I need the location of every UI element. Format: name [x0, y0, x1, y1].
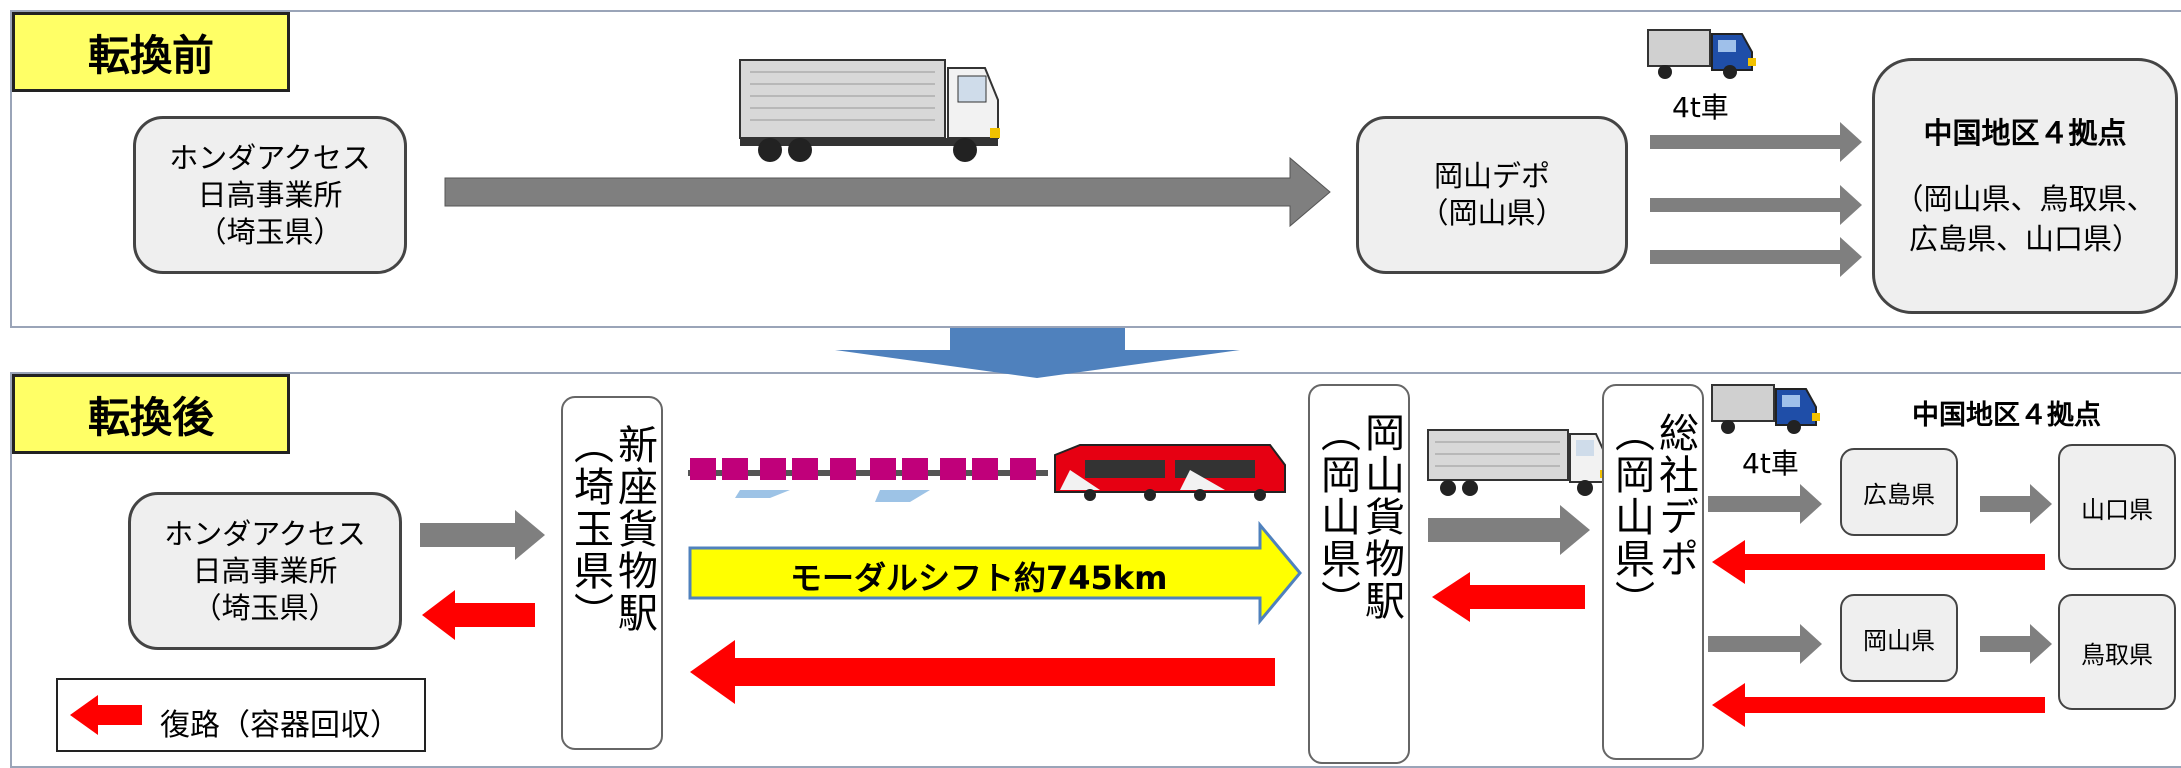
transition-arrow-icon: [835, 328, 1240, 378]
origin-to-station-arrow: [420, 510, 545, 560]
dest-arrow-3: [1650, 237, 1862, 277]
station-okayama-name: 岡山貨物駅: [1358, 412, 1404, 622]
depot-line-2: （岡山県）: [1419, 196, 1565, 230]
after-origin-box: ホンダアクセス 日高事業所 （埼玉県）: [128, 492, 402, 650]
origin-line-2: 日高事業所: [197, 177, 343, 212]
dest-detail-2: 広島県、山口県）: [1908, 222, 2141, 256]
before-origin-box: ホンダアクセス 日高事業所 （埼玉県）: [133, 116, 407, 274]
truck-small-icon: [1647, 29, 1756, 79]
origin-line-3: （埼玉県）: [197, 214, 343, 249]
after-origin-line-1: ホンダアクセス: [164, 516, 366, 551]
after-tag: 転換後: [12, 374, 290, 454]
before-depot-box: 岡山デポ （岡山県）: [1356, 116, 1628, 274]
depot-soja-pref: （岡山県）: [1608, 412, 1654, 622]
node-tottori: 鳥取県: [2058, 594, 2176, 710]
station-niiza-box: 新座貨物駅 （埼玉県）: [561, 396, 663, 750]
origin-line-1: ホンダアクセス: [169, 140, 371, 175]
dest-arrow-1: [1650, 122, 1862, 162]
node-hiroshima: 広島県: [1840, 448, 1958, 536]
station-okayama-pref: （岡山県）: [1314, 412, 1360, 622]
dest-arrow-2: [1650, 185, 1862, 225]
dest-title: 中国地区４拠点: [1923, 116, 2127, 150]
truck-large-icon-2: [1427, 429, 1608, 496]
before-truck-label: 4t車: [1672, 91, 1729, 124]
station-niiza-name: 新座貨物駅: [611, 424, 657, 634]
station-niiza-pref: （埼玉県）: [567, 424, 613, 634]
after-truck-label: 4t車: [1742, 447, 1799, 480]
before-tag: 転換前: [12, 12, 290, 92]
depot-line-1: 岡山デポ: [1433, 159, 1550, 193]
return-to-origin-arrow: [422, 590, 535, 640]
station-to-depot-arrow: [1428, 505, 1590, 555]
hiroshima-to-yamaguchi-arrow: [1980, 484, 2052, 524]
depot-soja-box: 総社デポ （岡山県）: [1602, 384, 1704, 760]
dest-detail-1: （岡山県、鳥取県、: [1894, 182, 2156, 216]
yamaguchi-return-arrow: [1712, 540, 2045, 584]
before-destination-box: 中国地区４拠点 （岡山県、鳥取県、 広島県、山口県）: [1872, 58, 2178, 314]
legend-label: 復路（容器回収）: [160, 708, 400, 743]
modal-shift-label: モーダルシフト約745km: [790, 559, 1168, 597]
tottori-return-arrow: [1712, 683, 2045, 727]
freight-train-icon: [688, 444, 1286, 502]
node-yamaguchi: 山口県: [2058, 444, 2176, 570]
depot-to-hiroshima-arrow: [1708, 484, 1822, 524]
depot-to-station-return-arrow: [1432, 572, 1585, 622]
after-origin-line-3: （埼玉県）: [192, 590, 338, 625]
station-okayama-box: 岡山貨物駅 （岡山県）: [1308, 384, 1410, 764]
depot-to-okayama-arrow: [1708, 624, 1822, 664]
after-origin-line-2: 日高事業所: [192, 553, 338, 588]
depot-soja-name: 総社デポ: [1652, 412, 1698, 580]
node-okayama: 岡山県: [1840, 594, 1958, 682]
truck-small-icon-2: [1711, 384, 1820, 434]
truck-large-icon: [739, 59, 1000, 162]
okayama-to-tottori-arrow: [1980, 624, 2052, 664]
after-dest-title: 中国地区４拠点: [1912, 400, 2101, 431]
rail-return-arrow: [690, 640, 1275, 704]
modal-shift-arrow: [688, 520, 1302, 626]
main-gray-arrow: [444, 156, 1331, 228]
